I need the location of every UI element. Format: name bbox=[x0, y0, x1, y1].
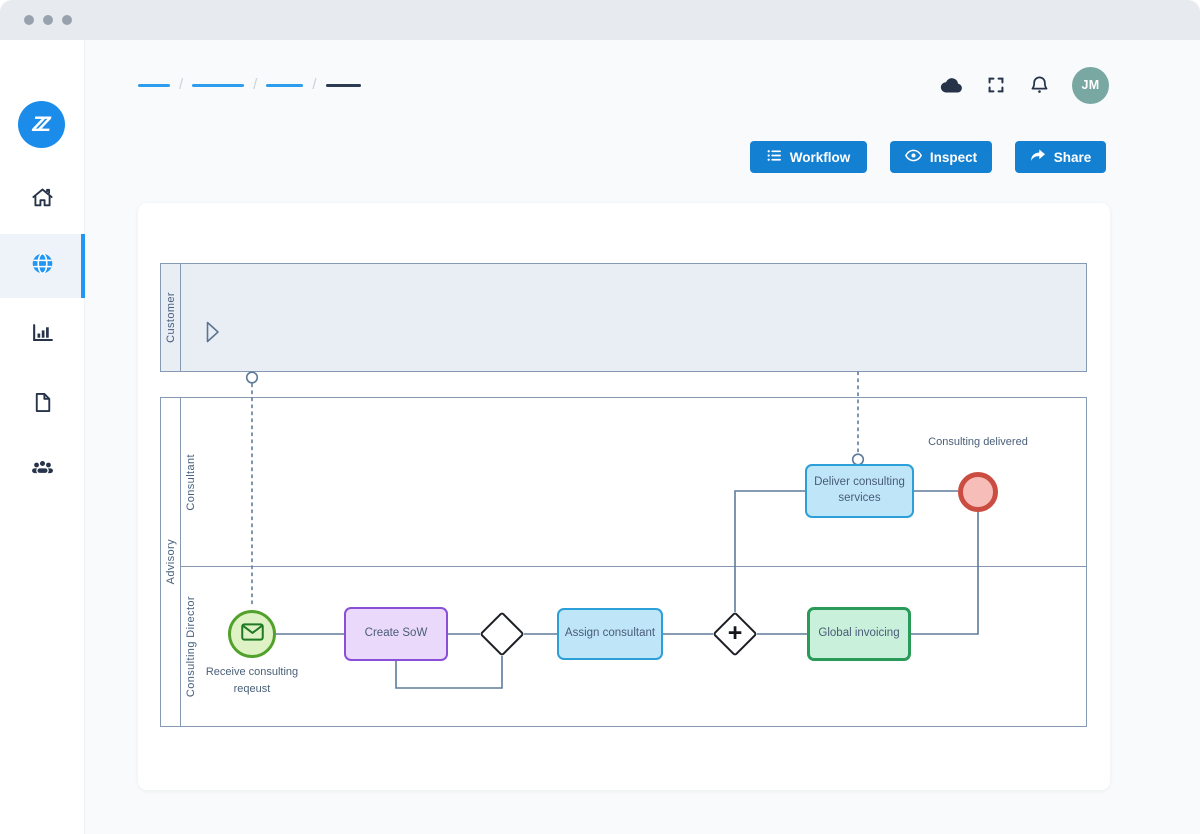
avatar[interactable]: JM bbox=[1072, 66, 1109, 104]
header-actions: JM bbox=[938, 64, 1109, 106]
pool-customer[interactable]: Customer bbox=[160, 263, 1087, 372]
list-icon bbox=[767, 148, 782, 166]
sidebar-nav: ZZ bbox=[0, 40, 85, 834]
fullscreen-icon[interactable] bbox=[985, 74, 1007, 96]
breadcrumb-segment[interactable] bbox=[138, 83, 170, 87]
document-icon bbox=[30, 390, 55, 420]
sidebar-item-documents[interactable] bbox=[0, 373, 85, 437]
pool-advisory-label-strip: Advisory bbox=[161, 398, 181, 726]
eye-icon bbox=[904, 149, 922, 165]
sidebar-item-home[interactable] bbox=[0, 168, 85, 232]
breadcrumb-segment[interactable] bbox=[266, 83, 304, 87]
end-event-label: Consulting delivered bbox=[928, 436, 1028, 448]
share-button[interactable]: Share bbox=[1015, 141, 1106, 173]
task-create-sow[interactable]: Create SoW bbox=[344, 607, 448, 661]
pool-customer-label-strip: Customer bbox=[161, 264, 181, 371]
bell-icon[interactable] bbox=[1027, 73, 1052, 98]
workflow-button[interactable]: Workflow bbox=[750, 141, 867, 173]
lane-consultant[interactable]: Consultant bbox=[181, 398, 1086, 567]
pool-advisory-label: Advisory bbox=[164, 539, 177, 585]
diagram-canvas[interactable]: Customer bbox=[138, 203, 1110, 790]
start-event-label: Receive consulting reqeust bbox=[205, 666, 299, 696]
task-global-invoicing[interactable]: Global invoicing bbox=[807, 607, 911, 661]
pool-customer-label: Customer bbox=[164, 292, 177, 343]
window-control-dot[interactable] bbox=[62, 15, 72, 25]
workflow-button-label: Workflow bbox=[789, 149, 851, 165]
lane-consulting-director-label: Consulting Director bbox=[185, 595, 197, 698]
sidebar-item-processes[interactable] bbox=[0, 234, 85, 298]
breadcrumb-segment[interactable] bbox=[192, 83, 245, 87]
breadcrumb-segment-current bbox=[325, 83, 361, 87]
share-button-label: Share bbox=[1053, 149, 1092, 165]
brand-logo[interactable]: ZZ bbox=[18, 101, 65, 148]
home-icon bbox=[30, 185, 55, 215]
sidebar-item-users[interactable] bbox=[0, 438, 85, 502]
inspect-button-label: Inspect bbox=[929, 149, 978, 165]
toolbar: Workflow Inspect Share bbox=[750, 141, 1106, 173]
inspect-button[interactable]: Inspect bbox=[890, 141, 992, 173]
collapsed-pool-marker-icon[interactable] bbox=[206, 321, 220, 348]
lane-consultant-label: Consultant bbox=[185, 453, 197, 511]
breadcrumb-separator: / bbox=[179, 75, 184, 93]
cloud-icon[interactable] bbox=[938, 72, 965, 99]
breadcrumb-separator: / bbox=[253, 75, 258, 93]
breadcrumb: / / / bbox=[138, 75, 361, 93]
task-assign-consultant[interactable]: Assign consultant bbox=[557, 608, 663, 660]
task-deliver-services[interactable]: Deliver consulting services bbox=[805, 464, 914, 518]
end-event-consulting-delivered[interactable] bbox=[958, 472, 998, 512]
globe-icon bbox=[30, 251, 55, 281]
start-event-receive-request[interactable] bbox=[228, 610, 276, 658]
users-icon bbox=[30, 455, 55, 485]
breadcrumb-separator: / bbox=[312, 75, 317, 93]
window-control-dot[interactable] bbox=[24, 15, 34, 25]
bar-chart-icon bbox=[30, 320, 55, 350]
window-control-dot[interactable] bbox=[43, 15, 53, 25]
share-icon bbox=[1030, 148, 1046, 166]
window-titlebar bbox=[0, 0, 1200, 40]
envelope-icon bbox=[240, 622, 264, 646]
sidebar-item-analytics[interactable] bbox=[0, 303, 85, 367]
